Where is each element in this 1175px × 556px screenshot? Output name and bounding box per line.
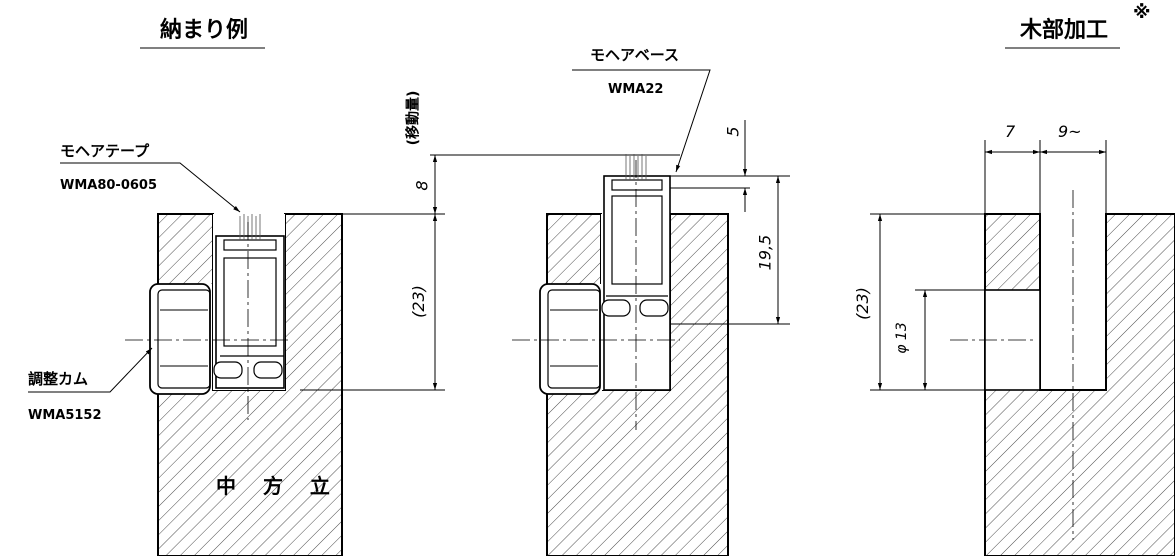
note-mark: ※ (1133, 2, 1151, 23)
right-dimensions (870, 140, 1107, 391)
label-mohair-base: モヘアベース (590, 46, 679, 64)
dim-23-right: (23) (852, 287, 872, 320)
label-mohair-tape: モヘアテープ (60, 142, 150, 160)
left-base-inner (223, 257, 277, 347)
left-dimensions (300, 154, 680, 391)
label-mohair-tape-code: WMA80-0605 (60, 178, 158, 193)
label-mohair-base-code: WMA22 (608, 82, 664, 97)
middle-view (512, 154, 729, 556)
dim-phi13: φ 13 (893, 322, 910, 354)
label-adjust-cam: 調整カム (28, 370, 89, 388)
title-installation-example: 納まり例 (160, 18, 249, 43)
label-mullion: 中 方 立 (216, 474, 340, 498)
left-cam-outer (149, 283, 211, 395)
left-base-top (223, 239, 277, 251)
dim-23-left: (23) (408, 285, 428, 318)
dim-9: 9~ (1058, 122, 1082, 141)
dim-5: 5 (723, 126, 743, 137)
middle-base-outer (603, 175, 671, 391)
dim-7: 7 (1005, 122, 1016, 141)
dim-8: 8 (412, 180, 432, 191)
title-wood-processing: 木部加工 (1020, 18, 1109, 43)
leader-mohair-tape (60, 162, 241, 213)
label-travel: (移動量) (405, 90, 422, 146)
middle-dimensions (670, 120, 790, 325)
right-view (950, 190, 1175, 556)
dim-19-5: 19,5 (755, 234, 775, 271)
leader-adjust-cam (28, 347, 153, 393)
left-view (125, 213, 343, 556)
label-adjust-cam-code: WMA5152 (28, 408, 102, 423)
leader-mohair-base (572, 69, 711, 173)
